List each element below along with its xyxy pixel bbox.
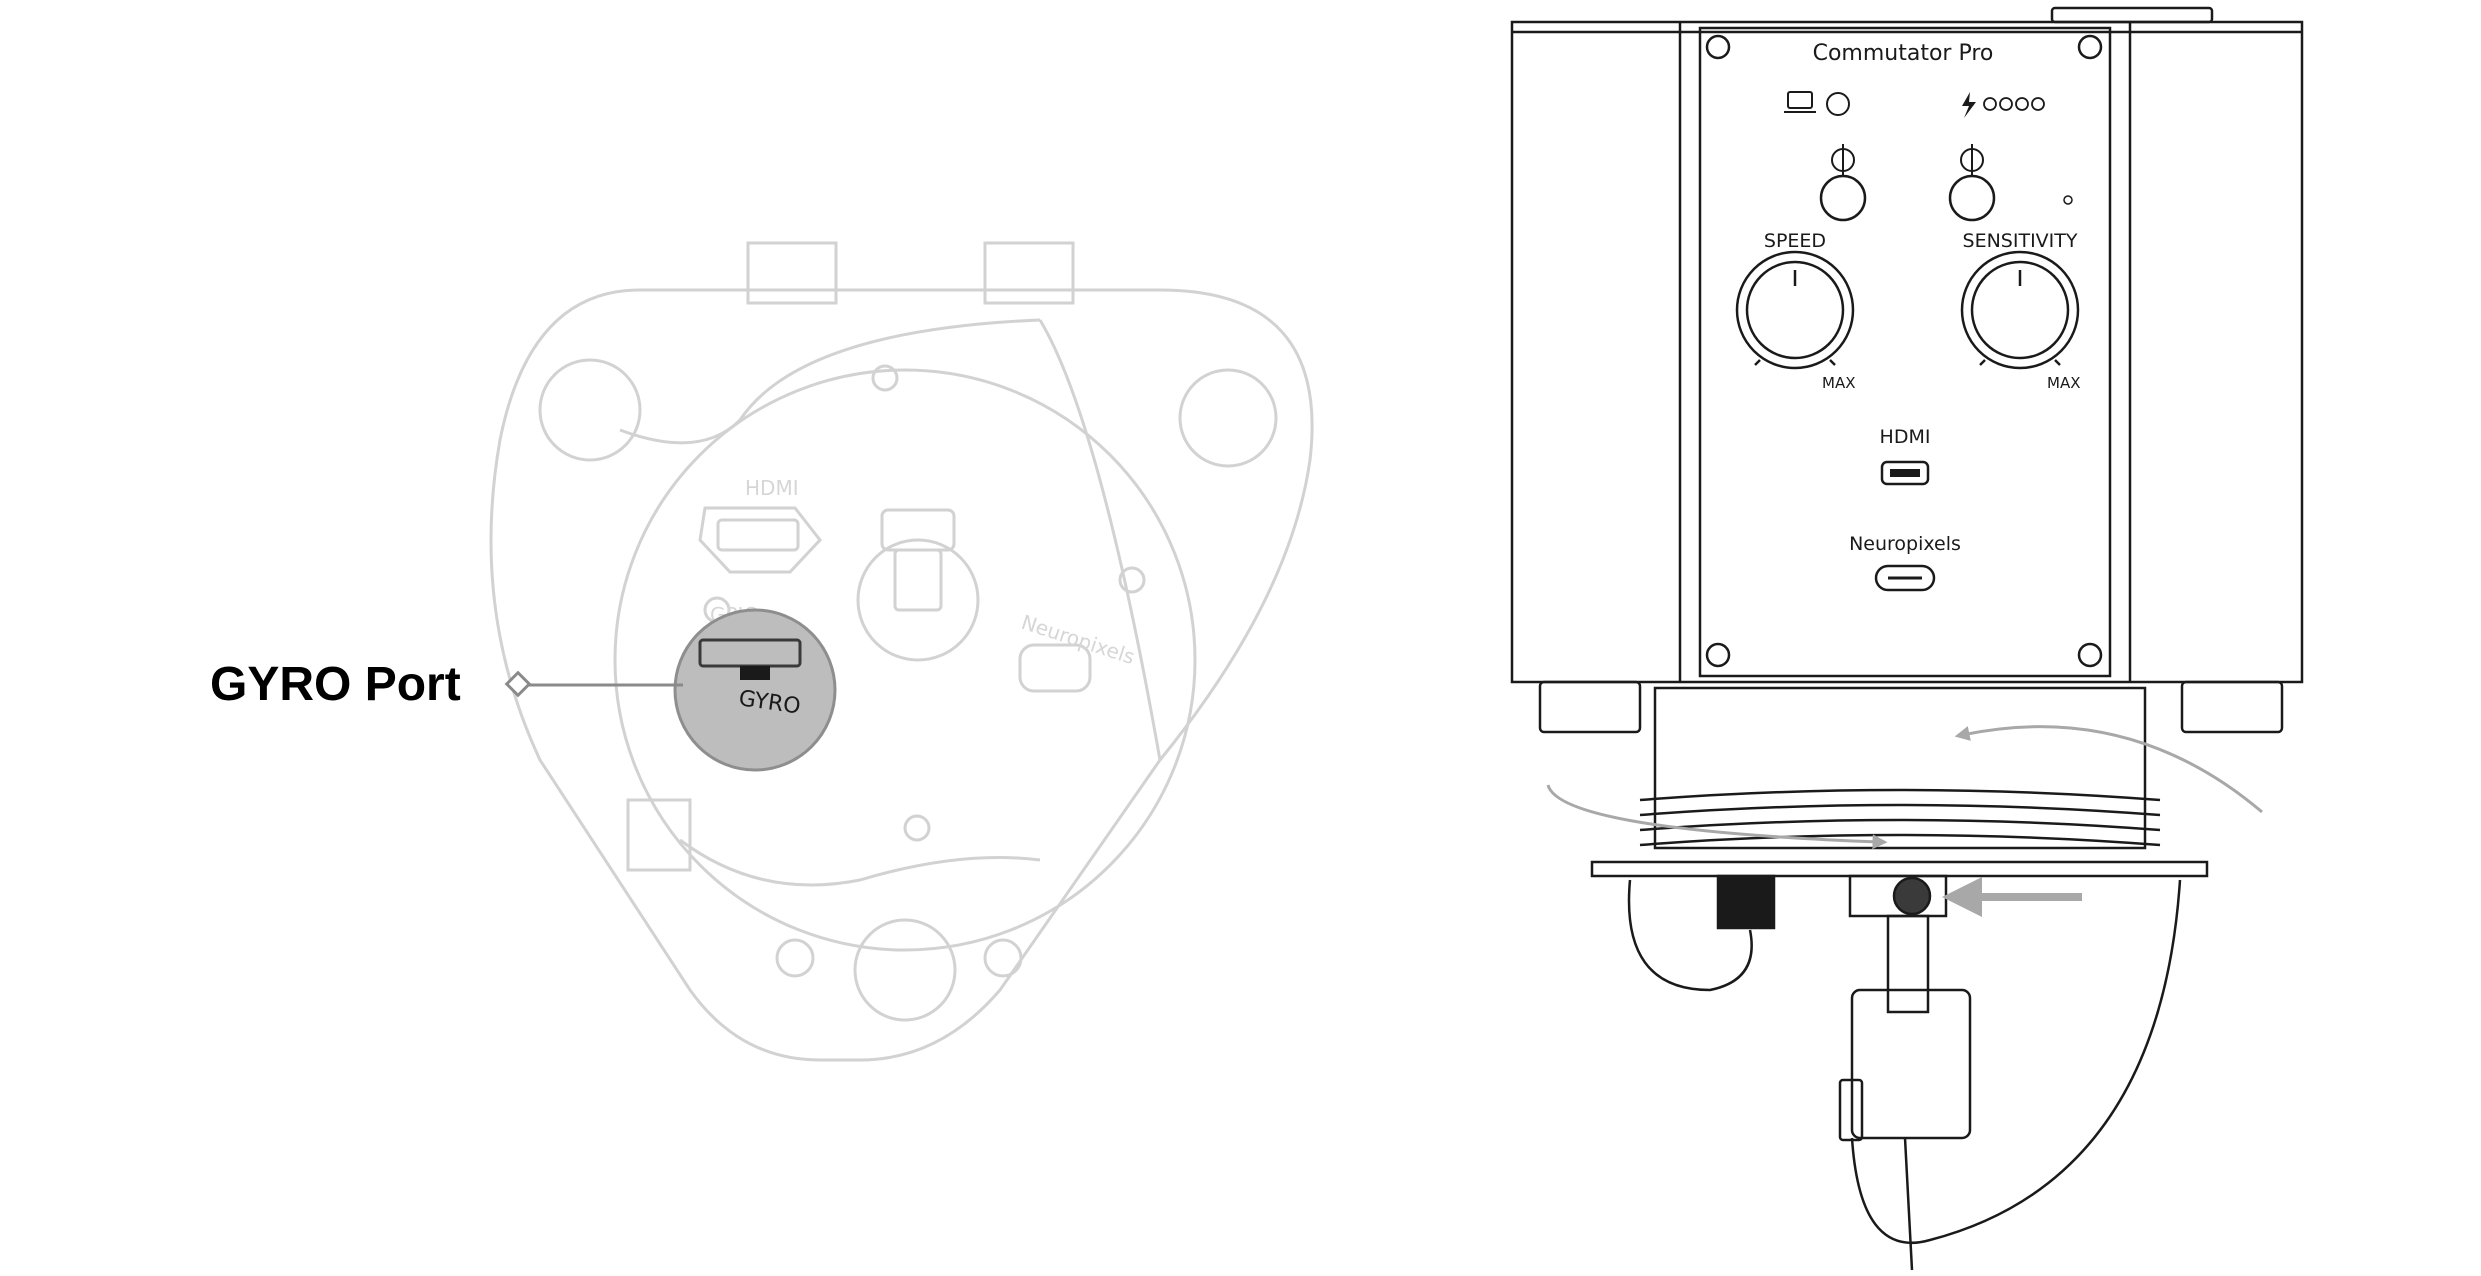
housing-body	[1510, 20, 2304, 684]
trace-2	[1038, 319, 1162, 761]
rotor-drum	[1653, 686, 2147, 850]
board-outline	[489, 288, 1314, 1062]
power-level-leds	[1983, 97, 2045, 111]
inner-plate	[613, 368, 1197, 952]
cable-loop-left	[1627, 879, 1753, 992]
trace-1	[619, 318, 1041, 445]
joint-knob	[1892, 876, 1932, 916]
corner-hole-right	[1178, 368, 1278, 468]
mount-plate	[1590, 860, 2209, 878]
speed-max-label: MAX	[1822, 374, 1855, 392]
trace-3	[679, 838, 1041, 887]
top-lid-tab	[2050, 6, 2214, 24]
speed-knob[interactable]	[1735, 250, 1855, 370]
hdmi-faded-label: HDMI	[745, 476, 799, 500]
side-tab	[626, 798, 692, 872]
hdmi-port-inner	[716, 518, 800, 552]
gyro-port-callout-title: GYRO Port	[210, 658, 461, 711]
speed-label: SPEED	[1764, 230, 1826, 252]
rotate-icon	[1960, 144, 1984, 176]
neuropixels-port[interactable]	[1874, 564, 1936, 592]
commutator-housing	[1510, 6, 2304, 734]
sensitivity-max-label: MAX	[2047, 374, 2080, 392]
foot-left	[1538, 680, 1642, 734]
rotate-right-button[interactable]	[1948, 174, 1996, 222]
rotate-icon	[1831, 144, 1855, 176]
indicator-pinhole	[2063, 195, 2073, 205]
tether-cable	[1903, 1137, 1914, 1271]
neuropixels-label: Neuropixels	[1849, 533, 1961, 555]
screw-holes	[703, 364, 1146, 978]
rotate-left-button[interactable]	[1819, 174, 1867, 222]
corner-hole-bottom	[853, 918, 957, 1022]
laptop-icon	[1784, 91, 1816, 113]
extension-rod	[1886, 914, 1930, 1014]
callout-leader	[504, 670, 683, 698]
hdmi-port-outline	[698, 506, 822, 574]
top-tab-left	[746, 241, 838, 305]
hdmi-port[interactable]	[1880, 460, 1930, 486]
headstage-holder	[1850, 988, 1972, 1140]
lightning-icon	[1962, 92, 1976, 118]
rotation-arrows	[1546, 725, 2263, 917]
commutator-base-board	[489, 241, 1314, 1062]
center-clip-body	[893, 548, 943, 612]
device-title: Commutator Pro	[1813, 41, 1994, 66]
sensitivity-knob[interactable]	[1960, 250, 2080, 370]
cable-loop-right	[1850, 879, 2182, 1245]
corner-hole-left	[538, 358, 642, 462]
connection-led	[1826, 92, 1850, 116]
gyro-connector-pins	[740, 666, 770, 680]
arrow-icon	[1546, 784, 1888, 850]
arrow-icon	[1954, 725, 2263, 814]
front-panel	[1698, 26, 2112, 678]
foot-right	[2180, 680, 2284, 734]
top-tab-right	[983, 241, 1075, 305]
sensitivity-label: SENSITIVITY	[1963, 230, 2078, 252]
neuropixels-faded-label: Neuropixels	[1018, 610, 1137, 669]
neuropixels-port	[1018, 643, 1092, 693]
rotor-assembly	[1590, 686, 2209, 1271]
gyro-port-highlight: GYRO	[673, 608, 837, 772]
hdmi-label: HDMI	[1880, 426, 1931, 448]
hdmi-port-pins	[1890, 469, 1920, 477]
cable-clip	[1716, 874, 1776, 930]
center-boss	[856, 538, 980, 662]
